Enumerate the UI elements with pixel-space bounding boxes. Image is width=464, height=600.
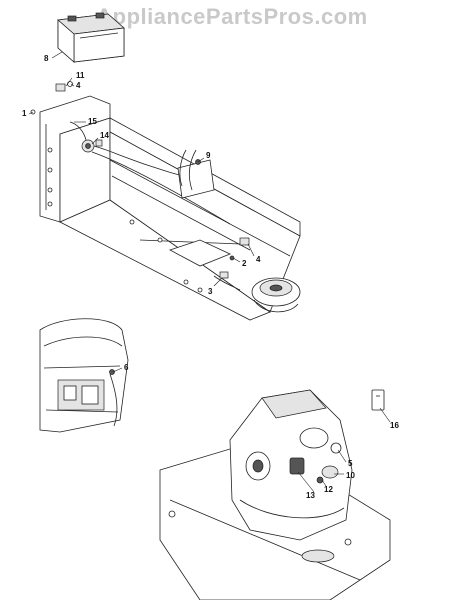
watermark-text: AppliancePartsPros.com [96,4,368,29]
callout-3: 3 [208,287,213,296]
callout-12: 12 [324,485,333,494]
wire-connectors[interactable] [213,237,250,291]
engine-detail [39,318,129,433]
callout-1: 1 [22,109,27,118]
callout-4: 4 [76,81,81,90]
callout-6: 6 [124,363,129,372]
callout-14: 14 [100,131,109,140]
ignition-switch-assembly[interactable] [69,121,231,225]
callout-15: 15 [88,117,97,126]
callout-labels: 8 11 4 1 15 14 9 4 2 3 6 16 5 10 12 13 [22,54,399,500]
callout-8: 8 [44,54,49,63]
callout-16: 16 [390,421,399,430]
starter-motor [251,277,301,313]
callout-10: 10 [346,471,355,480]
callout-11: 11 [76,71,85,80]
key-decal-part[interactable] [371,389,385,411]
callout-2: 2 [242,259,247,268]
leader-lines [28,51,391,493]
solenoid-bracket[interactable] [177,149,215,199]
fender-dash-assembly [159,389,391,600]
callout-13: 13 [306,491,315,500]
callout-5: 5 [348,459,353,468]
battery-part[interactable] [57,12,125,63]
callout-4-lower: 4 [256,255,261,264]
callout-9: 9 [206,151,211,160]
